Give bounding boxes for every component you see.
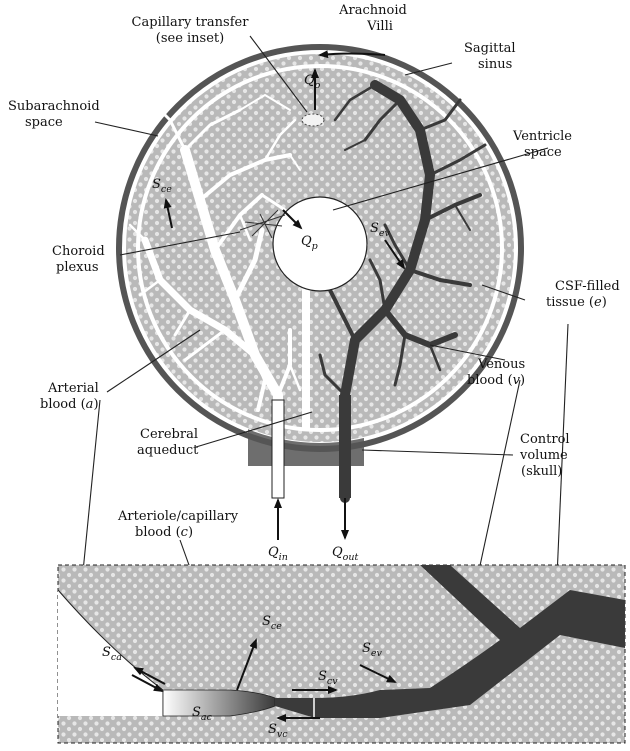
subarachnoid-space-label-1: Subarachnoid xyxy=(8,99,100,114)
sagittal-sinus-label-2: sinus xyxy=(478,57,512,72)
cerebral-aqueduct-label-1: Cerebral xyxy=(140,427,198,442)
q-out-symbol: Qout xyxy=(332,545,359,563)
csf-filled-tissue-label-1: CSF-filled xyxy=(555,279,620,294)
capillary-transfer-spot xyxy=(302,114,324,126)
control-volume-label-3: (skull) xyxy=(521,464,562,479)
arteriole-capillary-label-1: Arteriole/capillary xyxy=(117,509,239,524)
subarachnoid-space-label-2: space xyxy=(25,115,63,130)
cerebral-aqueduct-label-2: aqueduct xyxy=(137,443,199,458)
arachnoid-villi-flow xyxy=(320,54,385,56)
ventricle-space-label-1: Ventricle xyxy=(512,129,572,144)
control-volume-label-1: Control xyxy=(520,432,570,447)
csf-filled-tissue-label-2: tissue (e) xyxy=(546,295,607,310)
q-in-symbol: Qin xyxy=(268,545,288,563)
arteriole-capillary-label-2: blood (c) xyxy=(135,525,193,540)
control-volume-label-2: volume xyxy=(519,448,568,463)
arterial-blood-label-2: blood (a) xyxy=(40,397,99,412)
sagittal-sinus-label-1: Sagittal xyxy=(464,41,516,56)
inset-panel xyxy=(58,565,625,743)
arterial-blood-label-1: Arterial xyxy=(47,381,99,396)
ventricle-space xyxy=(273,197,367,291)
venous-outflow-stem xyxy=(339,395,351,498)
cerebral-aqueduct-channel xyxy=(302,280,310,430)
arterial-inflow-stem xyxy=(272,400,284,498)
capillary-transfer-label-2: (see inset) xyxy=(156,31,224,46)
choroid-plexus-label-1: Choroid xyxy=(52,244,105,259)
venous-blood-label-2: blood (v) xyxy=(467,373,525,388)
arachnoid-villi-label-1: Arachnoid xyxy=(338,3,407,18)
ventricle-space-label-2: space xyxy=(524,145,562,160)
arachnoid-villi-label-2: Villi xyxy=(366,19,393,34)
venous-blood-label-1: Venous xyxy=(477,357,525,372)
choroid-plexus-label-2: plexus xyxy=(56,260,99,275)
capillary-transfer-label-1: Capillary transfer xyxy=(132,15,250,30)
